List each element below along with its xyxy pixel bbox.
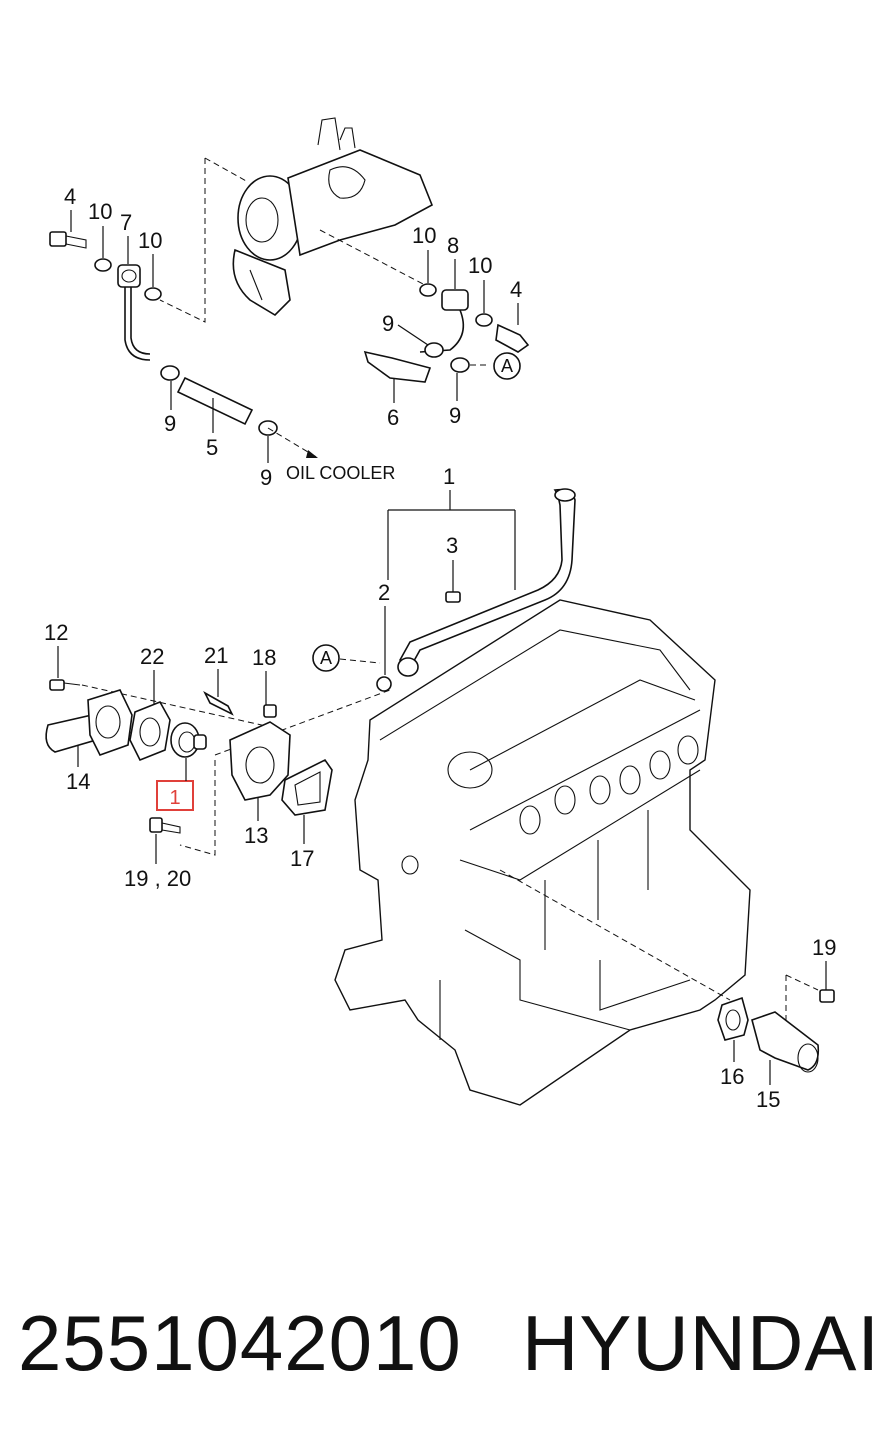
callout-21: 21 — [204, 643, 228, 668]
banjo-fitting — [117, 264, 141, 288]
callout-1-top: 1 — [443, 464, 455, 489]
part-number: 2551042010 — [18, 1299, 462, 1387]
gasket-17 — [281, 758, 333, 816]
thermostat-outlet-14 — [45, 689, 133, 756]
gasket-22 — [129, 700, 171, 762]
callout-9-b: 9 — [164, 411, 176, 436]
oil-feed-bolt — [49, 231, 87, 249]
callout-10-d: 10 — [468, 253, 492, 278]
callout-5: 5 — [206, 435, 218, 460]
callout-18: 18 — [252, 645, 276, 670]
return-pipe — [363, 350, 432, 383]
callout-15: 15 — [756, 1087, 780, 1112]
return-hose — [419, 289, 469, 353]
callout-22: 22 — [140, 644, 164, 669]
callout-7: 7 — [120, 210, 132, 235]
callout-14: 14 — [66, 769, 90, 794]
highlight-label: 1 — [169, 787, 180, 809]
callout-4-right: 4 — [510, 277, 522, 302]
callout-13: 13 — [244, 823, 268, 848]
callout-19-20: 19 , 20 — [124, 866, 191, 891]
callout-9-c: 9 — [260, 465, 272, 490]
coolant-pipe — [397, 488, 576, 677]
callout-10-a: 10 — [88, 199, 112, 224]
oil-hose — [176, 376, 254, 426]
return-bolt — [495, 323, 530, 353]
oil-cooler-label: OIL COOLER — [286, 463, 395, 483]
highlight-box — [156, 780, 194, 811]
ref-a-top: A — [501, 356, 513, 376]
callout-12: 12 — [44, 620, 68, 645]
ref-a-bottom: A — [320, 648, 332, 668]
callout-9-a: 9 — [382, 311, 394, 336]
brand-name: HYUNDAI — [522, 1299, 881, 1387]
callout-9-d: 9 — [449, 403, 461, 428]
gasket-16 — [717, 996, 749, 1041]
callout-16: 16 — [720, 1064, 744, 1089]
water-inlet-15 — [751, 1011, 820, 1073]
thermostat-housing-13 — [229, 721, 291, 801]
callout-3: 3 — [446, 533, 458, 558]
callout-6: 6 — [387, 405, 399, 430]
callout-8: 8 — [447, 233, 459, 258]
engine-block — [334, 599, 751, 1106]
callout-4-left: 4 — [64, 184, 76, 209]
callout-10-b: 10 — [138, 228, 162, 253]
thermostat — [170, 722, 207, 758]
callout-10-c: 10 — [412, 223, 436, 248]
callout-17: 17 — [290, 846, 314, 871]
callout-2: 2 — [378, 580, 390, 605]
callout-19: 19 — [812, 935, 836, 960]
turbocharger — [232, 117, 434, 317]
